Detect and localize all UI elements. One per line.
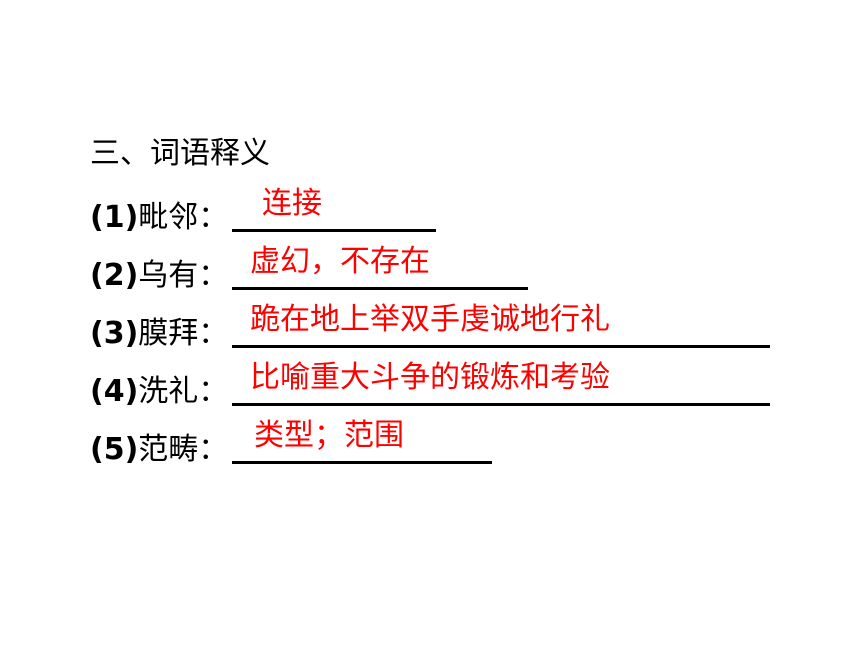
answer-text: 比喻重大斗争的锻炼和考验: [250, 360, 610, 395]
term-number: (1): [90, 200, 139, 235]
term-number: (5): [90, 432, 139, 467]
answer-text: 跪在地上举双手虔诚地行礼: [250, 302, 610, 337]
section-heading: 三、词语释义: [90, 136, 270, 171]
term-number: (2): [90, 258, 139, 293]
answer-text: 类型；范围: [254, 418, 404, 453]
term-number: (3): [90, 316, 139, 351]
term-word: 乌有：: [138, 258, 229, 293]
answer-blank-line: [232, 345, 770, 348]
answer-blank-line: [232, 287, 528, 290]
term-number: (4): [90, 374, 139, 409]
term-word: 洗礼：: [138, 374, 229, 409]
answer-blank-line: [232, 403, 770, 406]
term-word: 范畴：: [138, 432, 229, 467]
term-word: 毗邻：: [138, 200, 229, 235]
term-label: (5)范畴：: [90, 430, 228, 470]
term-label: (1)毗邻：: [90, 198, 228, 238]
answer-text: 连接: [262, 186, 322, 221]
term-label: (2)乌有：: [90, 256, 228, 296]
answer-blank-line: [232, 229, 436, 232]
term-word: 膜拜：: [138, 316, 229, 351]
term-label: (4)洗礼：: [90, 372, 228, 412]
term-label: (3)膜拜：: [90, 314, 228, 354]
answer-blank-line: [232, 461, 492, 464]
answer-text: 虚幻，不存在: [250, 244, 430, 279]
